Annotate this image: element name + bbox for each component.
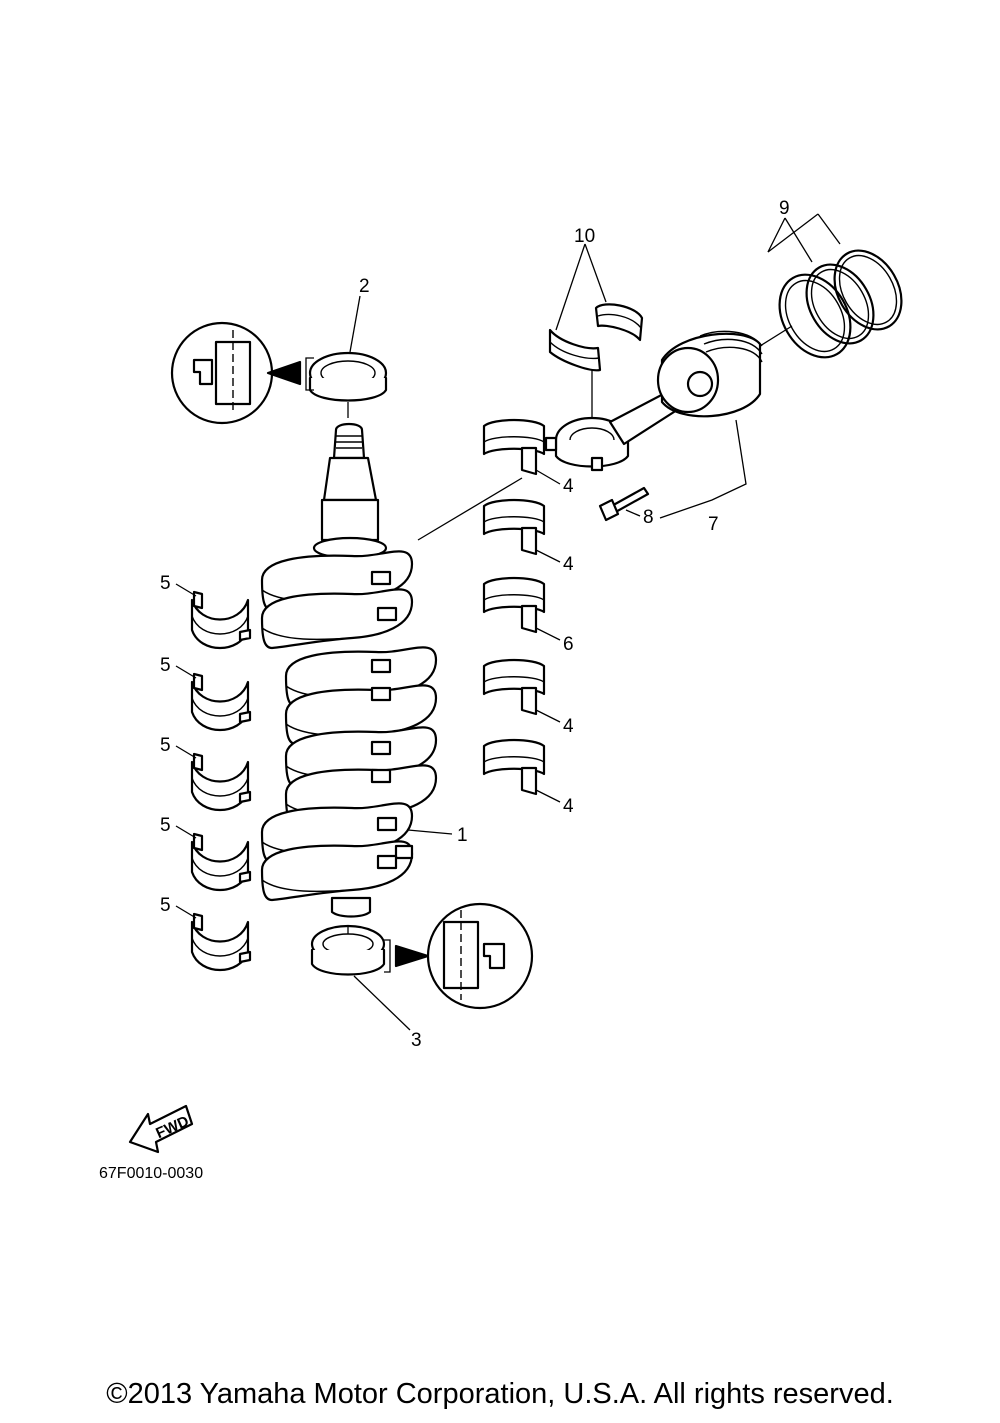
piston-rings[interactable] <box>759 213 915 370</box>
callout-5-c: 5 <box>160 735 171 756</box>
main-bearing-4[interactable] <box>175 825 252 892</box>
callout-10: 10 <box>574 226 595 247</box>
conrod-bolt[interactable] <box>598 486 650 522</box>
callout-4-a: 4 <box>563 476 574 497</box>
fwd-label: FWD <box>153 1113 191 1142</box>
diagram-reference-code: 67F0010-0030 <box>99 1165 203 1182</box>
main-bearing-1[interactable] <box>175 583 252 650</box>
crankshaft[interactable] <box>260 422 453 918</box>
copyright-notice: ©2013 Yamaha Motor Corporation, U.S.A. A… <box>106 1378 894 1410</box>
callout-5-b: 5 <box>160 655 171 676</box>
callout-5-e: 5 <box>160 895 171 916</box>
main-bearing-3[interactable] <box>175 745 252 812</box>
callout-4-b: 4 <box>563 554 574 575</box>
upper-main-bearing-2[interactable] <box>482 498 561 563</box>
oil-seal-upper[interactable] <box>308 295 388 418</box>
callout-7: 7 <box>708 514 719 535</box>
conrod-bearing-upper[interactable] <box>548 243 644 432</box>
oil-seal-lower[interactable] <box>310 924 411 1031</box>
callout-4-c: 4 <box>563 716 574 737</box>
piston-conrod-assembly[interactable] <box>544 330 763 519</box>
upper-main-bearing-4[interactable] <box>482 738 561 803</box>
callout-3: 3 <box>411 1030 422 1051</box>
upper-main-bearing-3[interactable] <box>482 658 561 723</box>
seal-detail-magnifier-lower <box>384 902 534 1010</box>
callout-8: 8 <box>643 507 654 528</box>
thrust-bearing[interactable] <box>482 576 561 641</box>
callout-4-d: 4 <box>563 796 574 817</box>
callout-9: 9 <box>779 198 790 219</box>
callout-6: 6 <box>563 634 574 655</box>
main-bearing-5[interactable] <box>175 905 252 972</box>
callout-1: 1 <box>457 825 468 846</box>
upper-main-bearing-1[interactable] <box>482 418 561 485</box>
fwd-arrow-icon: FWD <box>128 1104 194 1154</box>
seal-detail-magnifier-upper <box>170 321 314 425</box>
callout-5-a: 5 <box>160 573 171 594</box>
callout-2: 2 <box>359 276 370 297</box>
main-bearing-2[interactable] <box>175 665 252 732</box>
callout-5-d: 5 <box>160 815 171 836</box>
